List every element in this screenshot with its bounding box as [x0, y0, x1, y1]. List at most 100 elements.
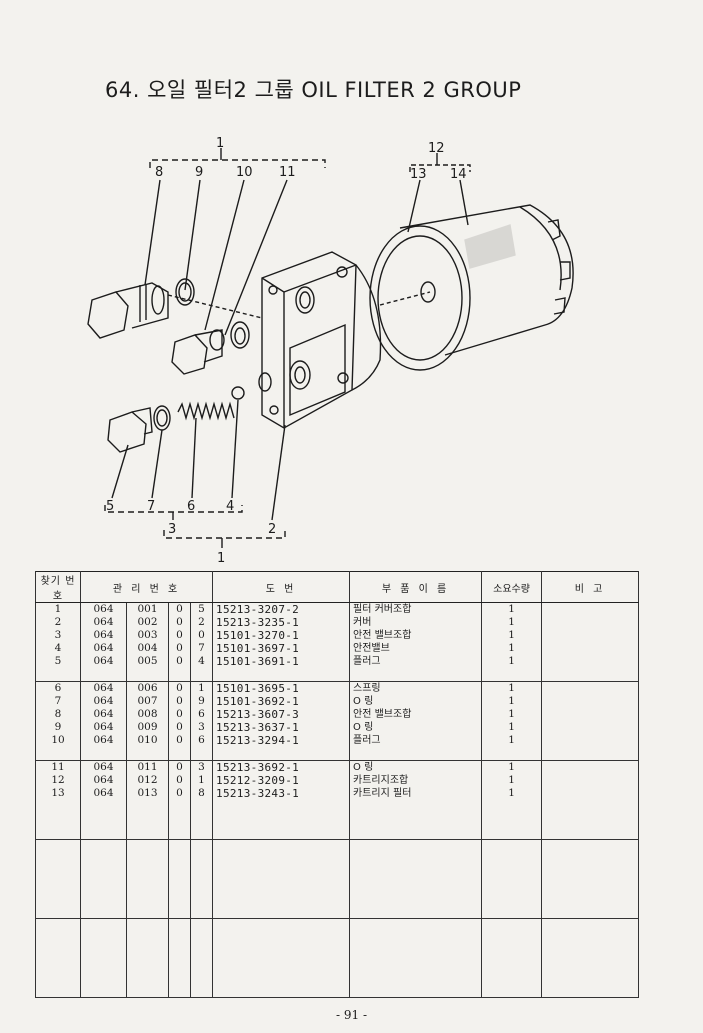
table-group	[35, 918, 640, 998]
cell-ref	[35, 839, 81, 919]
cell-line: 005	[137, 655, 158, 667]
cell-line: 커버	[353, 617, 372, 628]
cell-line: 11	[51, 761, 65, 773]
cell-drawing	[212, 918, 351, 998]
cell-line: 002	[137, 616, 158, 628]
cell-line: 064	[93, 761, 114, 773]
cell-name	[349, 918, 483, 998]
cell-remarks	[541, 602, 640, 682]
cell-line: 064	[93, 655, 114, 667]
callout-1-top: 1	[216, 136, 224, 151]
cell-line: 3	[54, 629, 62, 641]
header-name: 부 품 이 름	[349, 571, 483, 603]
cell-line: 15101-3270-1	[216, 629, 300, 642]
header-drawing: 도 번	[212, 571, 351, 603]
cell-line: 0	[176, 787, 183, 799]
cell-line: 1	[54, 603, 62, 615]
callout-13: 13	[410, 167, 427, 182]
cell-name	[349, 839, 483, 919]
cell-line: 006	[137, 682, 158, 694]
cell-line: 1	[508, 708, 515, 720]
cell-m1	[80, 918, 127, 998]
table-group	[35, 839, 640, 919]
cell-line: 010	[137, 734, 158, 746]
callout-11: 11	[279, 165, 296, 180]
cell-line: 064	[93, 603, 114, 615]
cell-line: 008	[137, 708, 158, 720]
cell-line: 064	[93, 721, 114, 733]
page-number: - 91 -	[335, 1008, 367, 1022]
cell-line: 064	[93, 695, 114, 707]
cell-line: 15213-3692-1	[216, 761, 300, 774]
cell-line: 011	[137, 761, 158, 773]
cell-line: 0	[176, 629, 183, 641]
cell-line: 15213-3607-3	[216, 708, 300, 721]
cell-m2	[126, 839, 169, 919]
cell-line: 15213-3294-1	[216, 734, 300, 747]
cell-line: 1	[508, 774, 515, 786]
cell-line: 4	[198, 655, 205, 667]
cell-line: 9	[198, 695, 205, 707]
callout-12: 12	[428, 141, 445, 156]
exploded-parts-diagram: 1 8 9 10 11 12 13 14 5 7 6 4 3 2 1	[87, 136, 574, 566]
callout-14: 14	[450, 167, 467, 182]
cell-line: 1	[508, 655, 515, 667]
cell-line: 카트리지 필터	[353, 788, 412, 799]
cell-line: 10	[51, 734, 65, 746]
table-header-row: 찾기 번호 관 리 번 호 도 번 부 품 이 름 소요수량 비 고	[35, 571, 640, 603]
cell-line: 0	[176, 655, 183, 667]
cell-m4	[189, 839, 214, 919]
header-mgmt: 관 리 번 호	[79, 571, 214, 603]
cell-line: 필터 커버조합	[353, 604, 412, 615]
cell-line: 15213-3235-1	[216, 616, 300, 629]
cell-line: 15101-3695-1	[216, 682, 300, 695]
cell-line: 1	[508, 734, 515, 746]
cell-qty	[481, 918, 543, 998]
cell-line: O 링	[353, 722, 374, 733]
cell-line: 안전 밸브조합	[353, 709, 412, 720]
cell-m4	[189, 918, 214, 998]
cell-line: 15213-3243-1	[216, 787, 300, 800]
cell-line: 003	[137, 629, 158, 641]
cell-line: 8	[54, 708, 62, 720]
cell-line: 2	[54, 616, 62, 628]
cell-line: 5	[198, 603, 205, 615]
cell-line: 0	[176, 734, 183, 746]
cell-line: 064	[93, 708, 114, 720]
cell-line: 1	[198, 774, 205, 786]
cell-line: 064	[93, 787, 114, 799]
cell-line: 0	[176, 721, 183, 733]
callout-5: 5	[106, 499, 114, 514]
cell-line: 0	[176, 616, 183, 628]
cell-line: 001	[137, 603, 158, 615]
cell-line: 카트리지조합	[353, 775, 409, 786]
page-title: 64. 오일 필터2 그룹 OIL FILTER 2 GROUP	[105, 78, 522, 102]
cell-line: 안전밸브	[353, 643, 390, 654]
cell-line: 8	[198, 787, 205, 799]
cell-line: 15101-3697-1	[216, 642, 300, 655]
cell-line: 2	[198, 616, 205, 628]
cell-line: 15213-3637-1	[216, 721, 300, 734]
cell-line: 안전 밸브조합	[353, 630, 412, 641]
cell-line: 15101-3691-1	[216, 655, 300, 668]
callout-2: 2	[268, 522, 276, 537]
cell-line: 064	[93, 734, 114, 746]
cell-ref	[35, 918, 81, 998]
cell-line: 0	[176, 774, 183, 786]
cell-line: 1	[198, 682, 205, 694]
cell-remarks	[541, 681, 640, 761]
